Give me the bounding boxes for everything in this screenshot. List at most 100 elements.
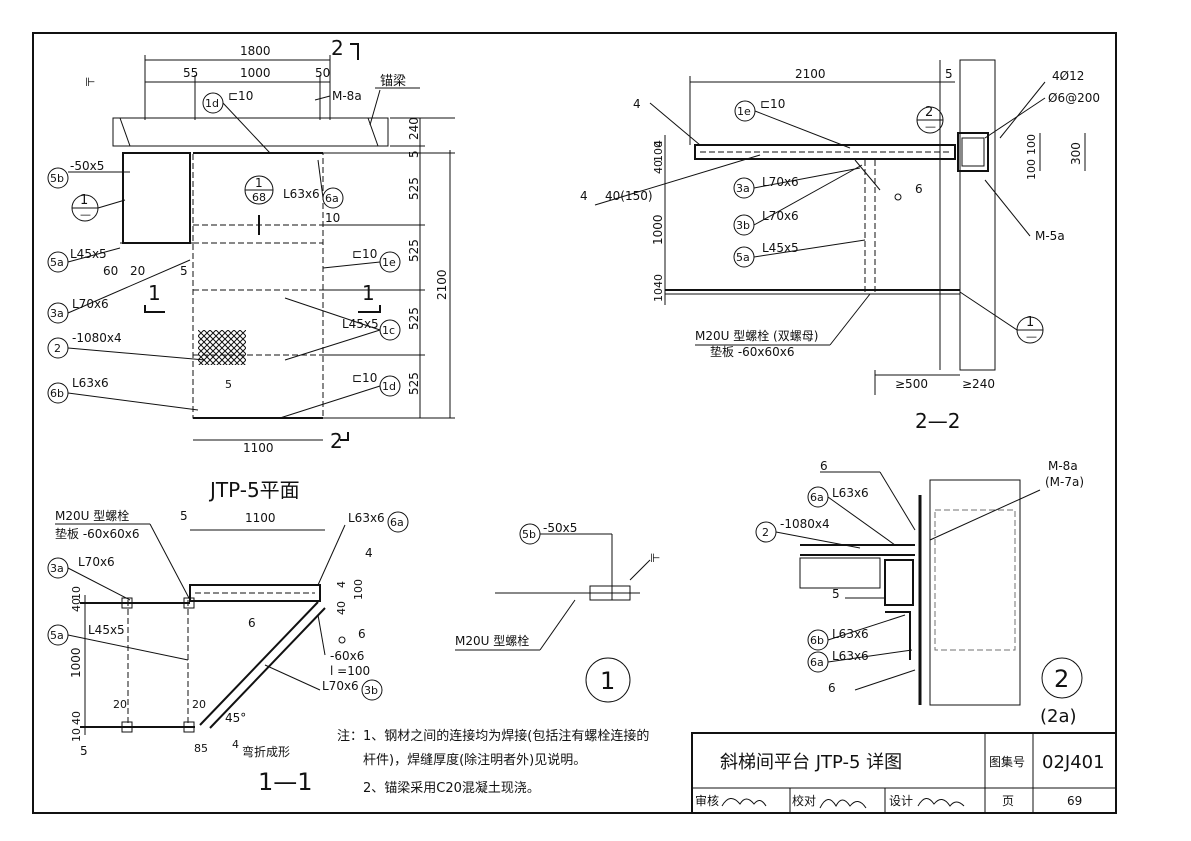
plan-dim-525b: 525 <box>407 239 421 262</box>
d2-num2: (2a) <box>1040 706 1077 727</box>
s11-dim-4: 4 <box>335 581 348 588</box>
s22-weld4: 4 <box>633 97 641 111</box>
sheet-border <box>32 32 1117 814</box>
d2-l63x6c: L63x6 <box>832 649 869 663</box>
s22-dim-4: 4 <box>652 140 665 147</box>
s11-dim-45: 45° <box>225 711 246 725</box>
s22-l70x6: L70x6 <box>762 175 799 189</box>
s22-c10: ⊏10 <box>760 97 785 111</box>
note-line-3: 2、锚梁采用C20混凝土现浇。 <box>363 780 540 796</box>
section-2-2: 2100 5 4 100 40 1000 10 40 4Ø12 Ø6@200 1… <box>580 59 1100 433</box>
s22-bolt: M20U 型螺栓 (双螺母) <box>695 328 818 343</box>
s11-lval: l =100 <box>330 664 370 678</box>
plan-label-c10-mid: ⊏10 <box>352 247 377 261</box>
s11-dim-4b: 4 <box>232 738 239 751</box>
s11-title: 1—1 <box>258 768 313 796</box>
plan-label-m8a: M-8a <box>332 89 362 103</box>
tb-check: 校对 <box>792 793 816 808</box>
s22-dim-2100: 2100 <box>795 67 826 81</box>
s11-weld6b: 6 <box>358 627 366 641</box>
detail-1: 5b -50x5 ⊩ M20U 型螺栓 1 <box>455 521 660 703</box>
svg-text:—: — <box>1026 330 1037 343</box>
plan-tag-6a: 6a <box>325 192 339 205</box>
s11-dim-5: 5 <box>180 509 188 523</box>
s22-weld6: 6 <box>915 182 923 196</box>
d2-weld6b: 6 <box>828 681 836 695</box>
s11-weld4: 4 <box>365 546 373 560</box>
d2-l63x6b: L63x6 <box>832 627 869 641</box>
plan-label-l63x6: L63x6 <box>283 187 320 201</box>
plan-label-1080x4: -1080x4 <box>72 331 122 345</box>
d2-wall <box>929 479 1021 706</box>
plan-tag-1d: 1d <box>205 97 219 110</box>
plan-dim-525a: 525 <box>407 177 421 200</box>
s11-weld6: 6 <box>248 616 256 630</box>
d1-num: 1 <box>600 667 615 695</box>
plan-dim-1000: 1000 <box>240 66 271 80</box>
s11-tag-5a: 5a <box>50 629 64 642</box>
d2-tag-6a: 6a <box>810 491 824 504</box>
plan-tag-1d-bot: 1d <box>382 380 396 393</box>
plan-tag-6b: 6b <box>50 387 64 400</box>
plan-tag-2: 2 <box>54 342 61 355</box>
s22-dim-1000: 1000 <box>651 214 665 245</box>
plan-weld-5: 5 <box>225 378 232 391</box>
s22-tag-1e: 1e <box>737 105 751 118</box>
s22-dim-5: 5 <box>945 67 953 81</box>
s22-dim-100b: 100 <box>1025 134 1038 155</box>
s22-tag-3b: 3b <box>736 219 750 232</box>
plan-view: 1800 55 1000 50 2 2 M-8a 锚梁 ⊩ <box>47 36 455 502</box>
note-line-2: 杆件)，焊缝厚度(除注明者外)见说明。 <box>363 752 586 768</box>
detail-2: 6 6a L63x6 2 -1080x4 5 6b L63x6 6a L63x6… <box>755 459 1084 727</box>
channel-beam <box>694 144 956 160</box>
s22-dim-40b: 40 <box>652 274 665 288</box>
crosshatch <box>198 330 246 365</box>
s11-tag-3b: 3b <box>364 684 378 697</box>
plan-dim-240: 240 <box>407 117 421 140</box>
plan-dim-50: 50 <box>315 66 330 80</box>
d1-tag: 5b <box>522 528 536 541</box>
plan-tag-5a: 5a <box>50 256 64 269</box>
s11-dim-85: 85 <box>194 742 208 755</box>
s22-title: 2—2 <box>915 409 960 433</box>
s22-circle2: 2 <box>925 105 933 120</box>
s22-weld40: 40(150) <box>605 189 653 203</box>
s11-dim-1000: 1000 <box>69 647 83 678</box>
section-1-1: M20U 型螺栓 垫板 -60x60x6 5 1100 40 10 1000 1… <box>47 508 409 796</box>
plan-dim-10: 10 <box>325 211 340 225</box>
plan-sec1-right: 1 <box>362 281 375 305</box>
plan-tag-3a: 3a <box>50 307 64 320</box>
s11-l45x5: L45x5 <box>88 623 125 637</box>
s22-m5a: M-5a <box>1035 229 1065 243</box>
s22-dim-10: 10 <box>652 288 665 302</box>
s22-circle1: 1 <box>1026 315 1034 330</box>
s11-dim-10b: 10 <box>70 728 83 742</box>
plan-dim-2100: 2100 <box>435 269 449 300</box>
tb-page-no: 69 <box>1067 794 1082 808</box>
s11-dim-40c: 40 <box>70 711 83 725</box>
svg-text:—: — <box>80 208 91 221</box>
plan-label-c10-bot: ⊏10 <box>352 371 377 385</box>
svg-text:—: — <box>925 120 936 133</box>
s11-dim-20: 20 <box>113 698 127 711</box>
s11-dim-100: 100 <box>352 579 365 600</box>
notes: 注：1、钢材之间的连接均为焊接(包括注有螺栓连接的 杆件)，焊缝厚度(除注明者外… <box>337 728 649 796</box>
tb-design: 设计 <box>889 794 913 808</box>
s22-pad: 垫板 -60x60x6 <box>710 344 795 359</box>
d1-bolt: M20U 型螺栓 <box>455 633 529 648</box>
d2-tag-6a2: 6a <box>810 656 824 669</box>
s22-dim-100c: 100 <box>1025 159 1038 180</box>
svg-text:⊩: ⊩ <box>650 551 660 565</box>
note-line-1: 注：1、钢材之间的连接均为焊接(包括注有螺栓连接的 <box>337 728 649 744</box>
plan-dim-5: 5 <box>407 150 421 158</box>
s11-tag-3a: 3a <box>50 562 64 575</box>
plan-sec1-left: 1 <box>148 281 161 305</box>
s22-l70x6b: L70x6 <box>762 209 799 223</box>
s11-weld5: 5 <box>80 744 88 758</box>
wall <box>959 59 996 371</box>
plan-label-maoliang: 锚梁 <box>380 74 406 89</box>
tb-page-label: 页 <box>1002 794 1014 808</box>
s22-rebar: 4Ø12 <box>1052 69 1084 83</box>
plan-sec2-bot: 2 <box>330 429 343 453</box>
